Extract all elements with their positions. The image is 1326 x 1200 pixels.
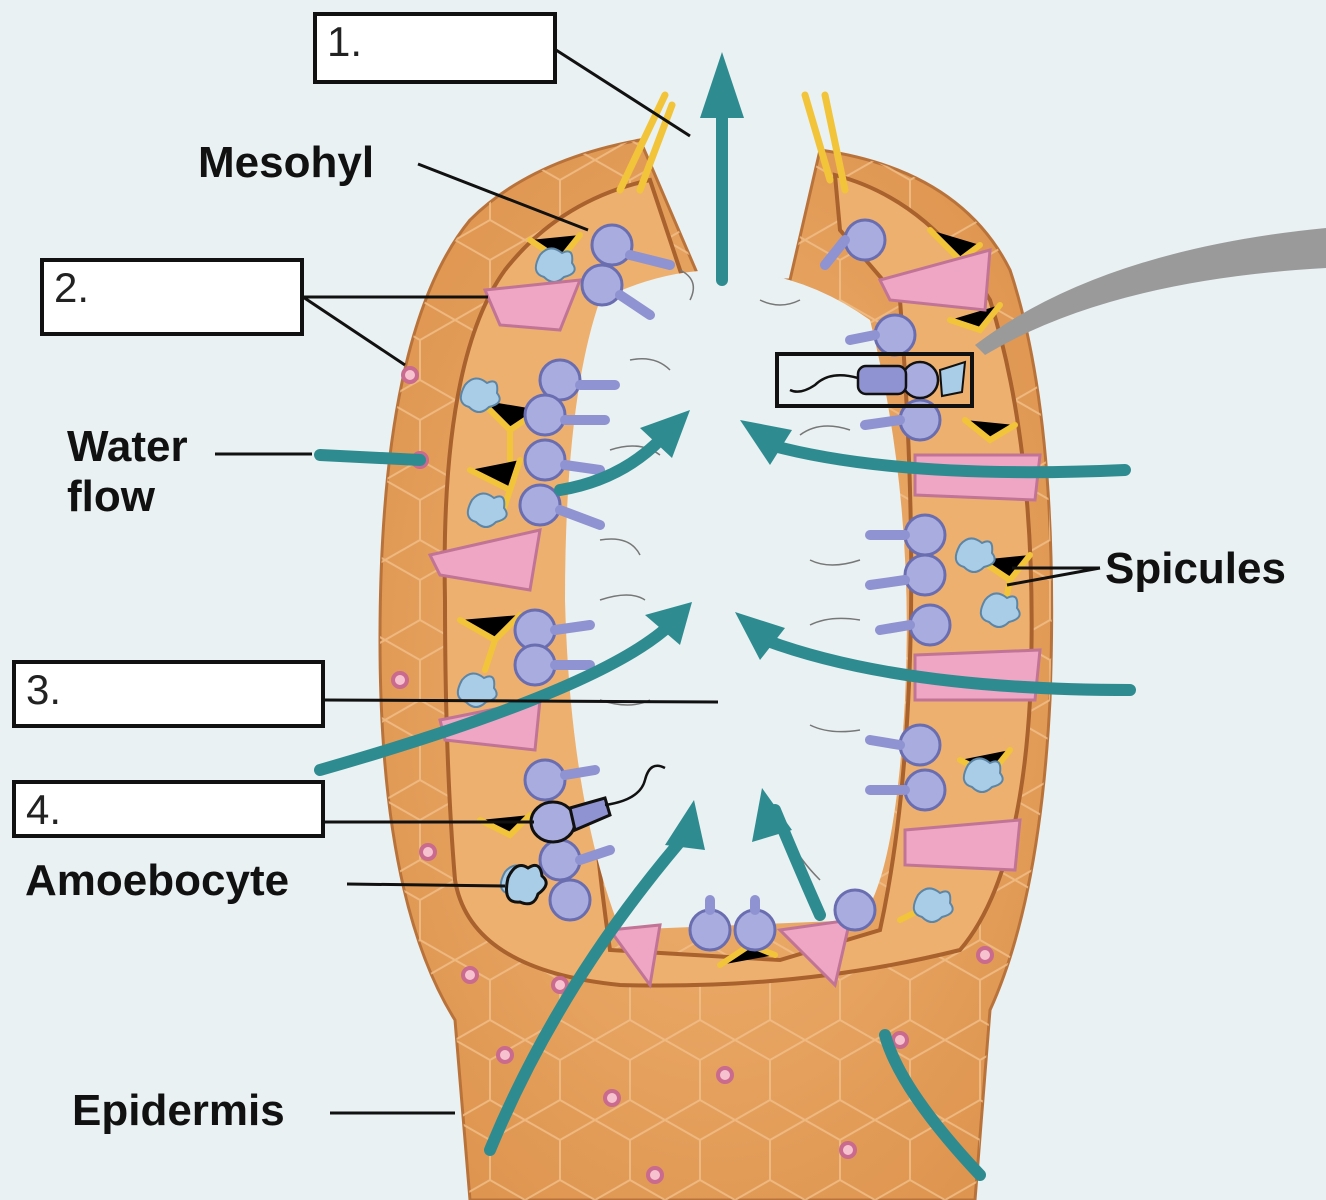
spicules-label: Spicules bbox=[1105, 544, 1286, 593]
leader-lines bbox=[215, 48, 1101, 1115]
answer-box-3[interactable]: 3. bbox=[12, 660, 325, 728]
water-flow-label-line2: flow bbox=[67, 472, 155, 521]
mesohyl-label: Mesohyl bbox=[198, 138, 375, 187]
detail-inset-box bbox=[775, 228, 1326, 408]
spongocoel bbox=[565, 270, 907, 930]
choanocytes bbox=[513, 218, 952, 952]
answer-box-1[interactable]: 1. bbox=[313, 12, 557, 84]
water-flow-arrowheads bbox=[640, 52, 792, 850]
epidermis-label: Epidermis bbox=[72, 1086, 285, 1135]
choanocyte-detail bbox=[529, 764, 666, 844]
answer-box-4[interactable]: 4. bbox=[12, 780, 325, 838]
water-flow-label-line1: Water bbox=[67, 422, 188, 471]
osculum-spicules bbox=[616, 91, 849, 194]
amoebocyte-label: Amoebocyte bbox=[25, 856, 290, 905]
answer-box-2[interactable]: 2. bbox=[40, 258, 304, 336]
amoebocyte-detail bbox=[505, 863, 548, 906]
amoebocytes bbox=[456, 247, 1021, 923]
